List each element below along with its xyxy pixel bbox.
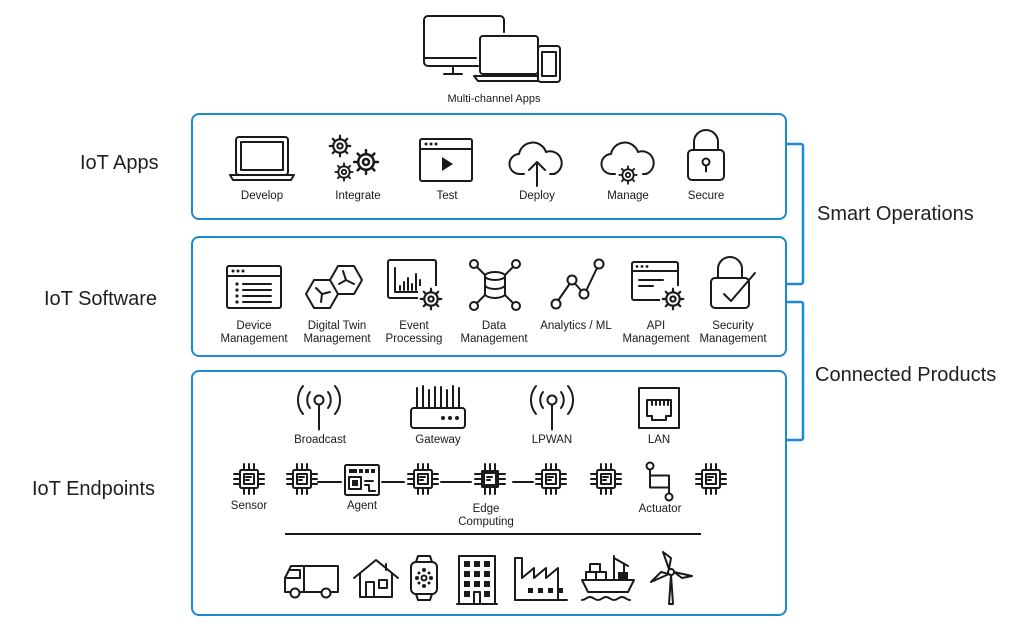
smartwatch-icon — [410, 555, 438, 601]
digital-twin-line2: Management — [303, 333, 371, 345]
api-management-line2: Management — [622, 333, 690, 345]
cloud-upload-icon — [508, 141, 563, 187]
actuator-icon — [645, 461, 674, 502]
laptop-icon — [229, 136, 295, 181]
lan-label: LAN — [647, 434, 671, 446]
house-icon — [353, 559, 399, 598]
iot-software-panel — [191, 236, 787, 357]
chart-gear-icon — [387, 259, 444, 312]
agent-label: Agent — [346, 500, 378, 512]
data-management-line1: Data — [481, 320, 507, 332]
multi-channel-apps-label: Multi-channel Apps — [447, 93, 541, 105]
secure-label: Secure — [687, 190, 725, 202]
security-management-line1: Security — [712, 320, 754, 332]
digital-twin-management-label: Digital Twin Management — [292, 320, 382, 346]
ethernet-port-icon — [638, 387, 680, 429]
gateway-label: Gateway — [415, 434, 461, 446]
smart-operations-label: Smart Operations — [817, 203, 974, 225]
factory-icon — [514, 557, 568, 601]
sensor-chip-icon — [233, 463, 265, 495]
data-management-label: Data Management — [449, 320, 539, 346]
chip-icon-4 — [590, 463, 622, 495]
analytics-icon — [550, 258, 605, 310]
edge-computing-chip-icon — [474, 463, 506, 495]
multi-device-icon — [423, 15, 561, 83]
edge-line1: Edge — [472, 503, 500, 515]
device-list-icon — [226, 265, 282, 309]
integrate-label: Integrate — [335, 190, 381, 202]
test-window-icon — [419, 138, 473, 182]
analytics-ml-label: Analytics / ML — [540, 320, 612, 332]
iot-apps-panel — [191, 113, 787, 220]
broadcast-label: Broadcast — [294, 434, 346, 446]
wind-turbine-icon — [650, 551, 693, 605]
event-processing-label: Event Processing — [369, 320, 459, 346]
edge-line2: Computing — [458, 516, 514, 528]
chip-icon — [286, 463, 318, 495]
actuator-label: Actuator — [638, 503, 682, 515]
connected-products-bracket — [786, 300, 805, 442]
iot-software-label: IoT Software — [44, 288, 158, 310]
device-management-line1: Device — [236, 320, 272, 332]
gateway-router-icon — [410, 385, 466, 429]
building-icon — [456, 555, 498, 605]
iot-endpoints-label: IoT Endpoints — [32, 478, 156, 500]
chip-icon-2 — [407, 463, 439, 495]
sensor-label: Sensor — [230, 500, 268, 512]
api-window-gear-icon — [631, 261, 686, 312]
truck-icon — [284, 565, 339, 599]
event-processing-line1: Event — [399, 320, 429, 332]
manage-label: Manage — [607, 190, 649, 202]
test-label: Test — [436, 190, 458, 202]
security-management-line2: Management — [699, 333, 767, 345]
api-management-label: API Management — [611, 320, 701, 346]
develop-label: Develop — [240, 190, 284, 202]
device-management-label: Device Management — [209, 320, 299, 346]
iot-apps-label: IoT Apps — [80, 152, 159, 174]
event-processing-line2: Processing — [385, 333, 443, 345]
iot-endpoints-panel — [191, 370, 787, 616]
lock-icon — [687, 129, 725, 181]
cloud-gear-icon — [600, 141, 655, 185]
digital-twin-icon — [305, 265, 363, 309]
deploy-label: Deploy — [519, 190, 555, 202]
security-management-label: Security Management — [688, 320, 778, 346]
edge-computing-label: Edge Computing — [446, 503, 526, 529]
digital-twin-line1: Digital Twin — [307, 320, 367, 332]
lpwan-label: LPWAN — [531, 434, 573, 446]
smart-operations-bracket — [786, 142, 805, 286]
data-management-line2: Management — [460, 333, 528, 345]
agent-board-icon — [344, 464, 380, 496]
chip-icon-5 — [695, 463, 727, 495]
api-management-line1: API — [646, 320, 666, 332]
connected-products-label: Connected Products — [815, 364, 997, 386]
chip-icon-3 — [535, 463, 567, 495]
device-management-line2: Management — [220, 333, 288, 345]
ship-icon — [581, 555, 635, 601]
things-divider — [285, 533, 701, 535]
database-icon — [469, 259, 521, 311]
lock-check-icon — [710, 256, 756, 309]
